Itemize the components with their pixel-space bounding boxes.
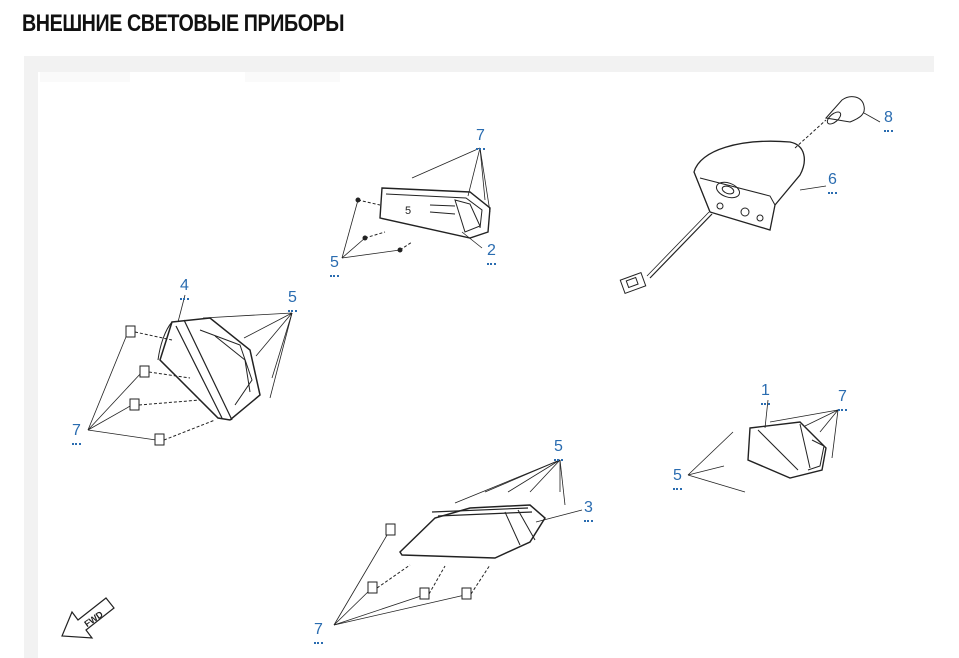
part-4-headlight (157, 317, 261, 421)
part-8-bulb (794, 96, 881, 149)
part-2-embossed-label: 5 (405, 205, 411, 217)
callout-7-top: 7 (476, 128, 485, 150)
leader-lines-5-left (177, 294, 293, 399)
part-4-clips (125, 325, 216, 446)
callout-3: 3 (584, 500, 593, 522)
part-1-light (747, 421, 827, 479)
callout-2: 2 (487, 243, 496, 265)
callout-5-bottom: 5 (554, 439, 563, 461)
frame-left-border (24, 56, 38, 658)
callout-1: 1 (761, 383, 770, 405)
callout-7-left: 7 (72, 423, 81, 445)
callout-7-right: 7 (838, 389, 847, 411)
callout-5-top: 5 (330, 255, 339, 277)
callout-7-bottom: 7 (314, 622, 323, 644)
part-2-light: 5 (379, 187, 491, 239)
part-3-headlight (399, 504, 546, 559)
callout-4: 4 (180, 278, 189, 300)
fwd-arrow-icon: FWD (61, 597, 115, 639)
leader-line-3 (535, 509, 583, 523)
leader-lines-5-right (687, 431, 746, 493)
part-6-lamp-housing (693, 140, 805, 231)
frame-tab (40, 72, 130, 82)
frame-tab (245, 72, 340, 82)
callout-8: 8 (884, 110, 893, 132)
leader-lines-5-top (341, 199, 483, 259)
part-3-clips (367, 523, 491, 600)
callout-5-right: 5 (673, 468, 682, 490)
page-title: ВНЕШНИЕ СВЕТОВЫЕ ПРИБОРЫ (22, 10, 345, 37)
leader-lines-5-bottom (454, 459, 566, 506)
callout-6: 6 (828, 172, 837, 194)
leader-lines-7-top (411, 147, 491, 213)
part-2-screws (355, 197, 413, 253)
callout-5-left: 5 (288, 290, 297, 312)
frame-top-border (24, 56, 934, 72)
part-6-wire (619, 211, 713, 294)
leader-lines-7-bottom (333, 529, 466, 626)
leader-lines-7-left (87, 331, 157, 441)
leader-line-6 (799, 185, 827, 191)
